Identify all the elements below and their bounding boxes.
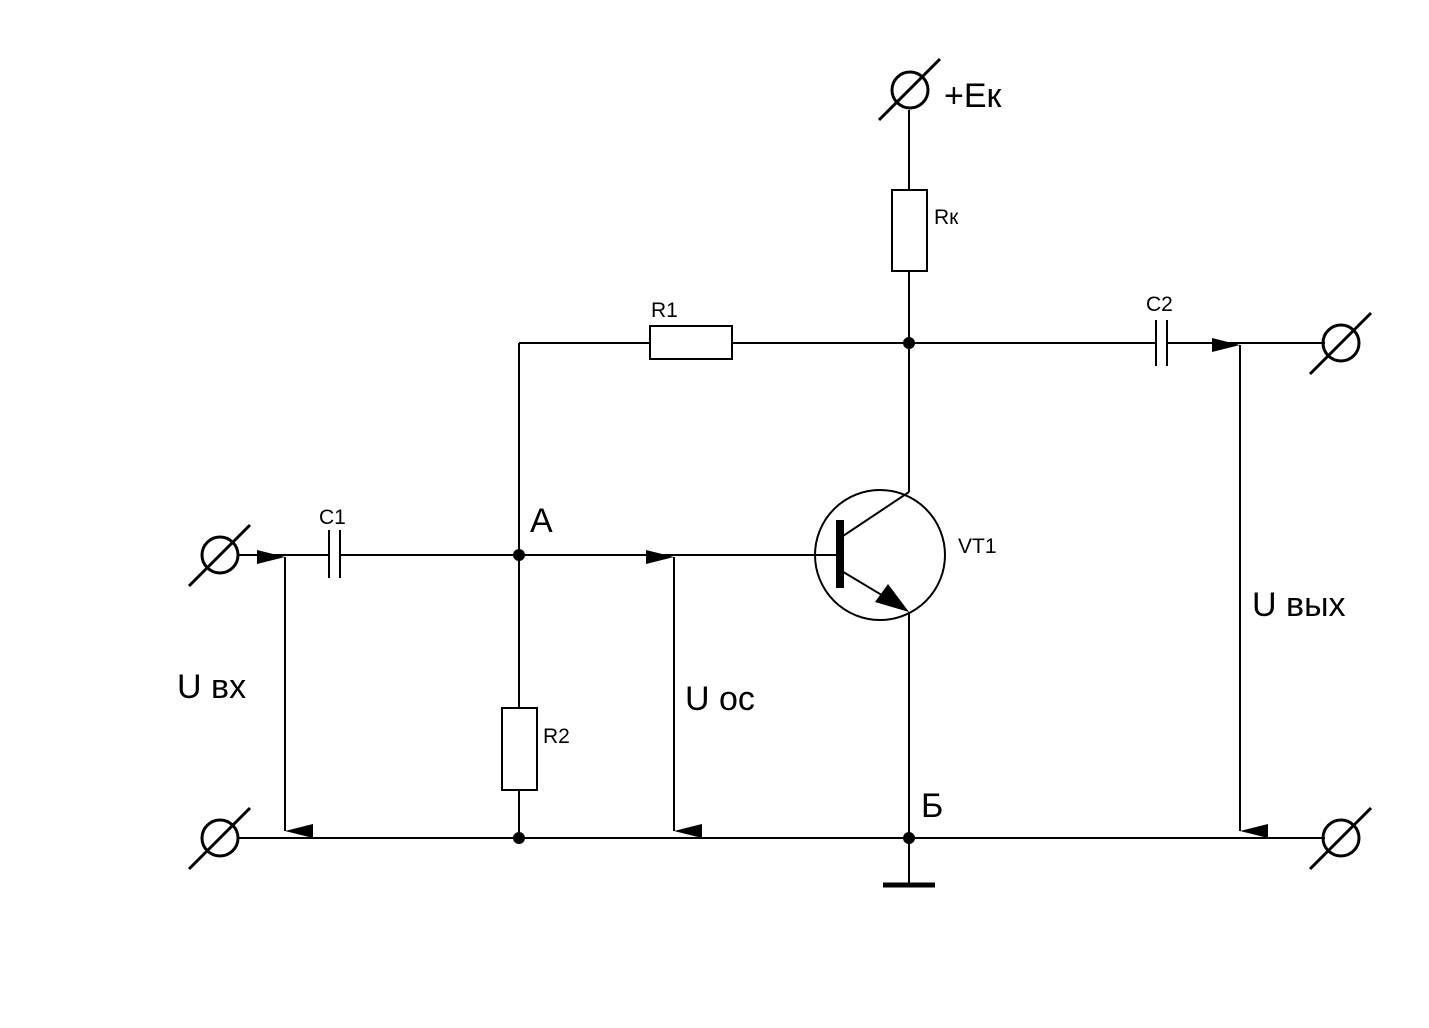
resistor-r1	[649, 325, 733, 360]
label-node-b: Б	[921, 787, 943, 825]
resistor-rk	[891, 189, 928, 272]
capacitor-c2	[1155, 320, 1168, 366]
transistor-vt1	[814, 489, 946, 621]
junction-collector	[903, 337, 915, 349]
label-rk: Rк	[934, 206, 959, 229]
label-node-a: А	[530, 502, 553, 540]
junction-r2-ground	[513, 832, 525, 844]
label-c1: C1	[319, 506, 346, 529]
label-r2: R2	[543, 725, 570, 748]
junction-node-b	[903, 832, 915, 844]
label-r1: R1	[651, 299, 678, 322]
label-u-in: U вх	[177, 668, 246, 706]
emitter-arrow-icon	[875, 584, 909, 612]
terminal-input-bottom	[187, 806, 252, 871]
label-u-out: U вых	[1252, 586, 1346, 624]
label-vt1: VT1	[958, 535, 997, 558]
terminal-input-top	[187, 523, 252, 588]
terminal-supply	[877, 57, 942, 122]
terminal-output-bottom	[1308, 806, 1373, 871]
wires	[238, 110, 1325, 885]
junction-node-a	[513, 549, 525, 561]
terminal-output-top	[1308, 311, 1373, 376]
label-u-fb: U ос	[685, 680, 755, 718]
label-supply: +Eк	[944, 77, 1003, 115]
resistor-r2	[501, 707, 538, 791]
label-c2: C2	[1146, 293, 1173, 316]
capacitor-c1	[328, 530, 341, 578]
